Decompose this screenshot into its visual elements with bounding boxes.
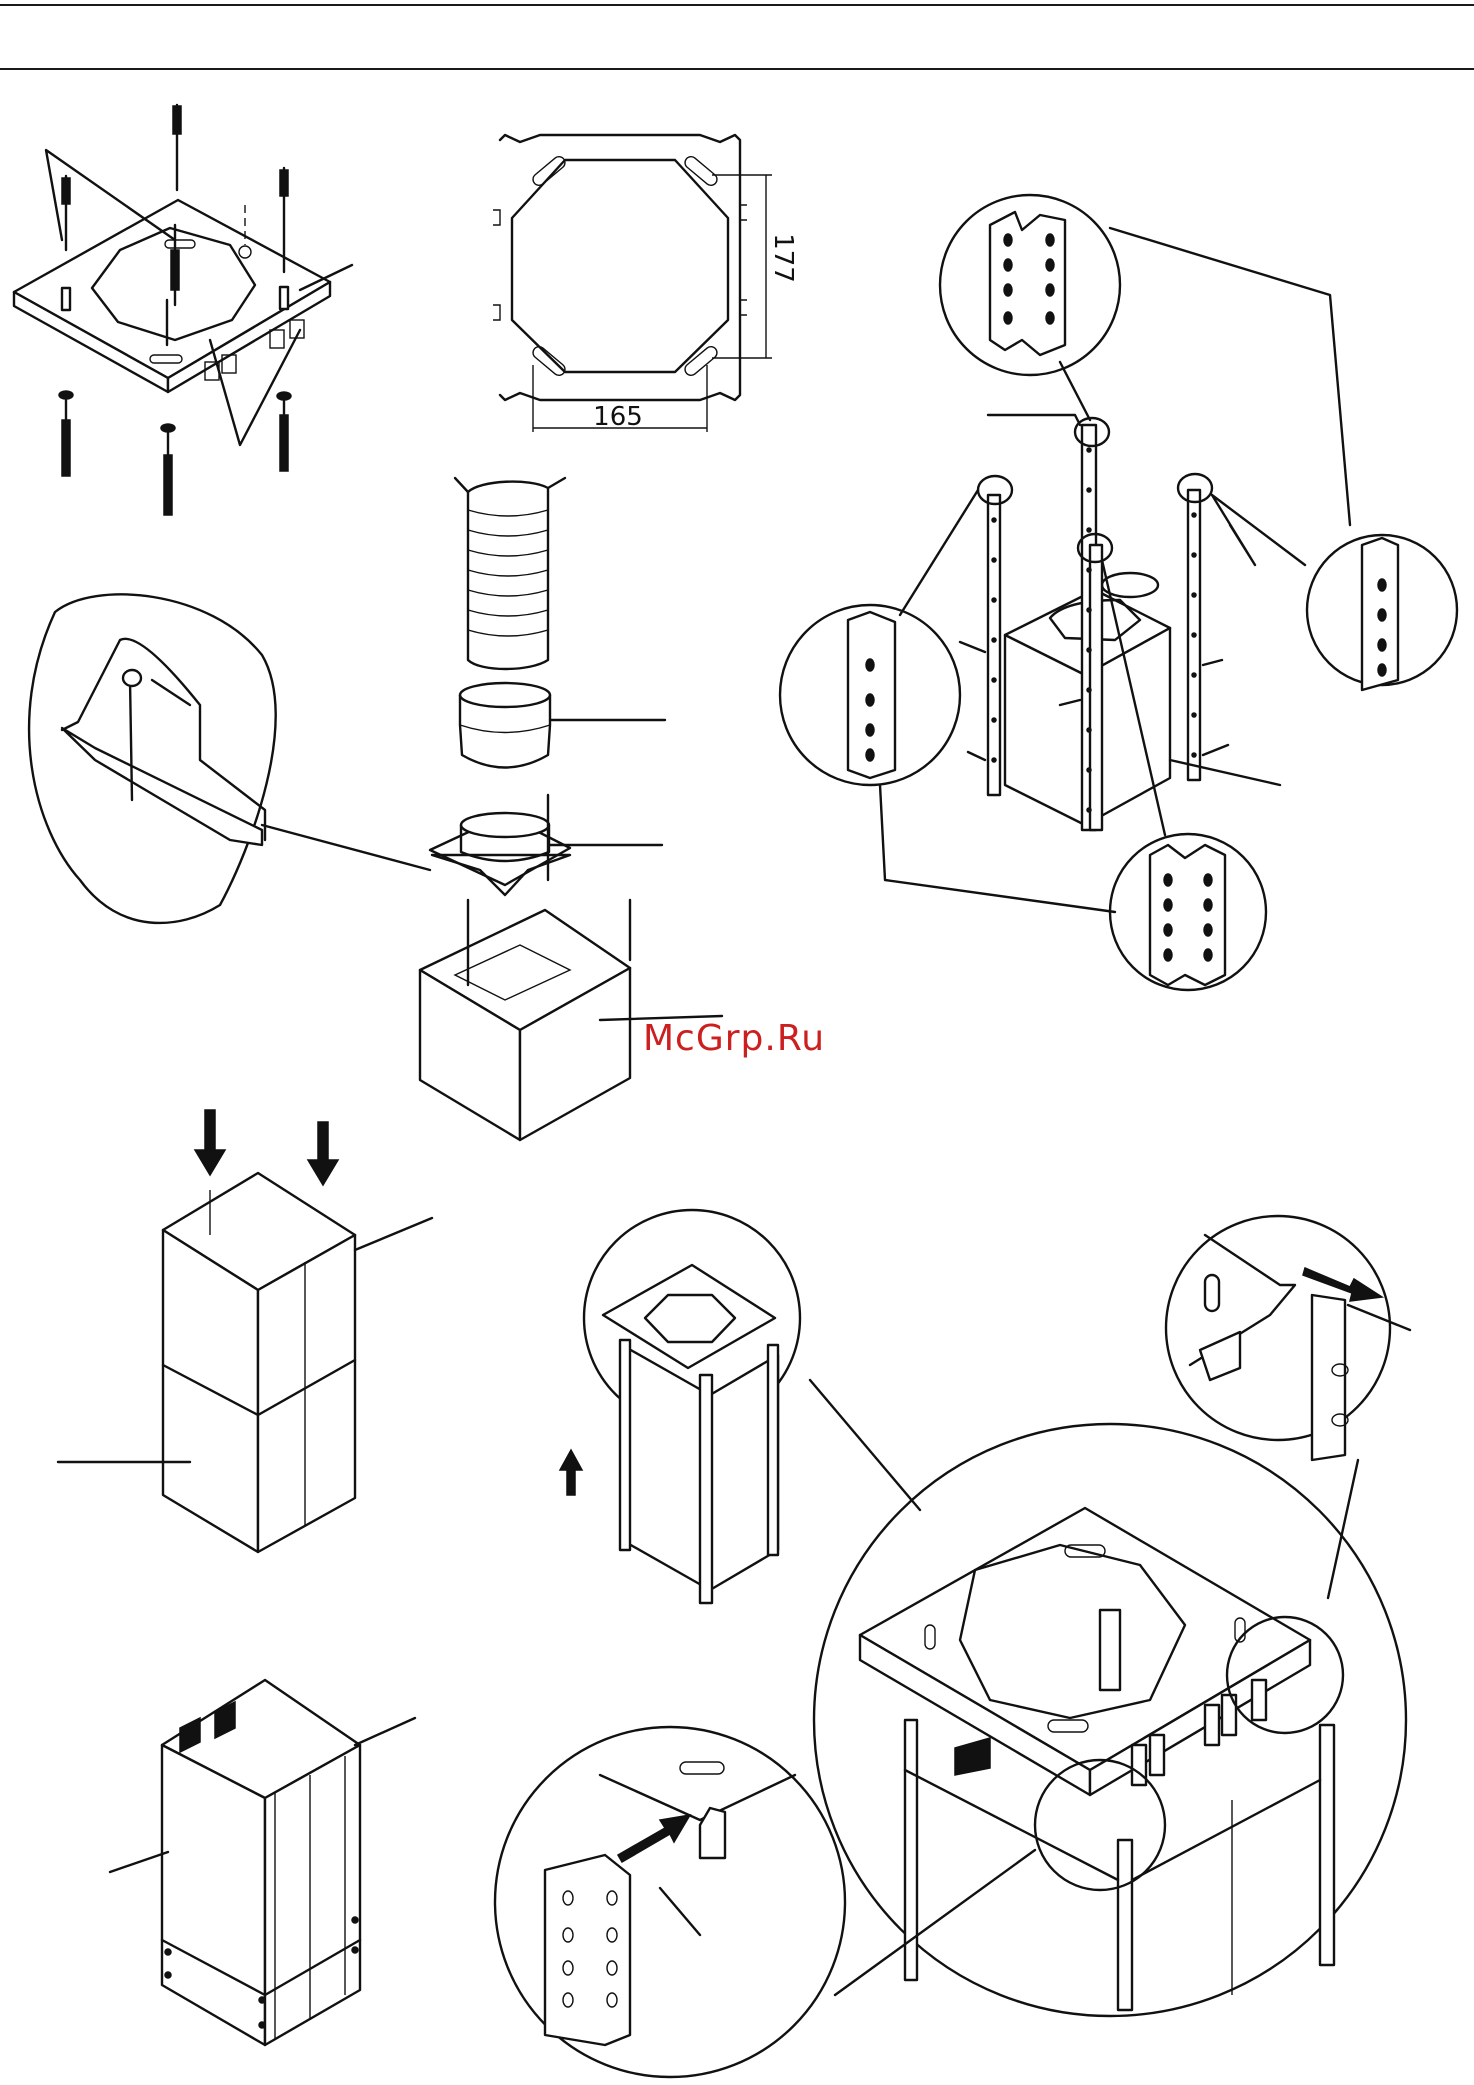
mounting-plate-exploded-figure bbox=[14, 105, 352, 515]
watermark-text: McGrp.Ru bbox=[643, 1018, 825, 1059]
frame-plate-assembly-figure bbox=[495, 1210, 1410, 2077]
dimension-165-label: 165 bbox=[593, 402, 643, 432]
flange-screw-detail-figure bbox=[29, 594, 430, 923]
dimension-177-label: 177 bbox=[768, 233, 798, 283]
plate-template-dimension-figure: 177 165 bbox=[493, 135, 798, 432]
chimney-insertion-figure bbox=[58, 1110, 432, 1552]
bracket-frame-figure bbox=[780, 195, 1457, 990]
chimney-assembled-figure bbox=[110, 1680, 415, 2045]
